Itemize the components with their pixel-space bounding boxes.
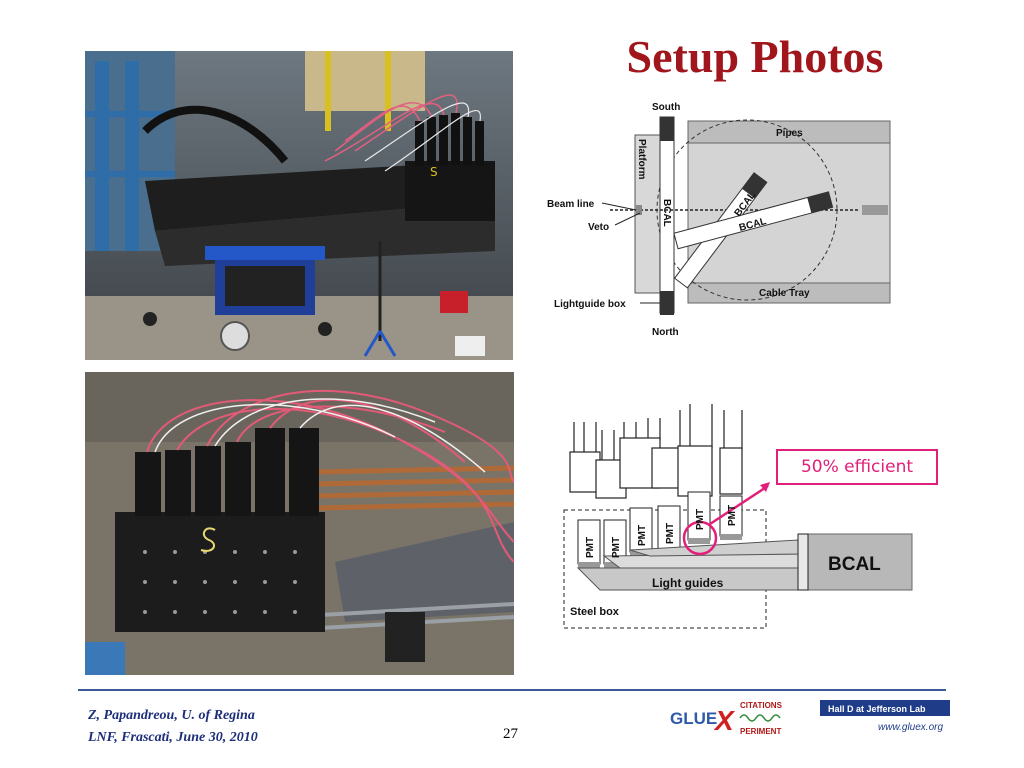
setup-photo-cart: S: [85, 51, 513, 360]
pmt-label-2: PMT: [611, 537, 622, 558]
pmt-label-1: PMT: [585, 537, 596, 558]
label-steel-box: Steel box: [570, 606, 620, 618]
gluex-logo-bottom: PERIMENT: [740, 727, 781, 736]
gluex-logo-text: GLUE: [670, 709, 717, 728]
pmt-lightguide-diagram: PMT PMT PMT PMT PMT PMT Light guides Ste…: [563, 404, 913, 629]
label-cable-tray: Cable Tray: [759, 288, 810, 299]
setup-photo-pmt-box: [85, 372, 514, 675]
pmt-label-4: PMT: [665, 523, 676, 544]
gluex-logo-top: CITATIONS: [740, 701, 783, 710]
pmt-label-5: PMT: [695, 509, 706, 530]
box-mark-label: S: [430, 165, 438, 179]
label-veto: Veto: [588, 222, 609, 233]
gluex-logo: GLUE X CITATIONS PERIMENT: [670, 701, 783, 736]
label-lightguide-box: Lightguide box: [554, 299, 626, 310]
pmt-label-3: PMT: [637, 525, 648, 546]
footer-divider: [78, 689, 946, 691]
label-bcal-vertical: BCAL: [661, 199, 672, 227]
bcal-layout-diagram: South North Pipes Beam line Veto Cable T…: [547, 102, 891, 338]
label-bcal-module: BCAL: [828, 554, 881, 575]
label-north: North: [652, 327, 679, 338]
label-platform: Platform: [636, 139, 647, 180]
pmt-label-6: PMT: [727, 505, 738, 526]
label-light-guides: Light guides: [652, 576, 724, 590]
halld-logo: Hall D at Jefferson Lab www.gluex.org: [820, 700, 950, 733]
page-number: 27: [503, 726, 518, 742]
label-south: South: [652, 102, 680, 113]
efficiency-callout: 50% efficient: [776, 449, 938, 485]
slide-title: Setup Photos: [626, 31, 884, 82]
label-pipes: Pipes: [776, 128, 803, 139]
gluex-logo-x: X: [713, 705, 736, 736]
label-beam-line: Beam line: [547, 199, 595, 210]
halld-logo-url: www.gluex.org: [878, 722, 943, 733]
footer-author: Z, Papandreou, U. of Regina: [88, 708, 255, 723]
halld-logo-text: Hall D at Jefferson Lab: [828, 704, 926, 714]
footer-venue: LNF, Frascati, June 30, 2010: [88, 730, 258, 745]
